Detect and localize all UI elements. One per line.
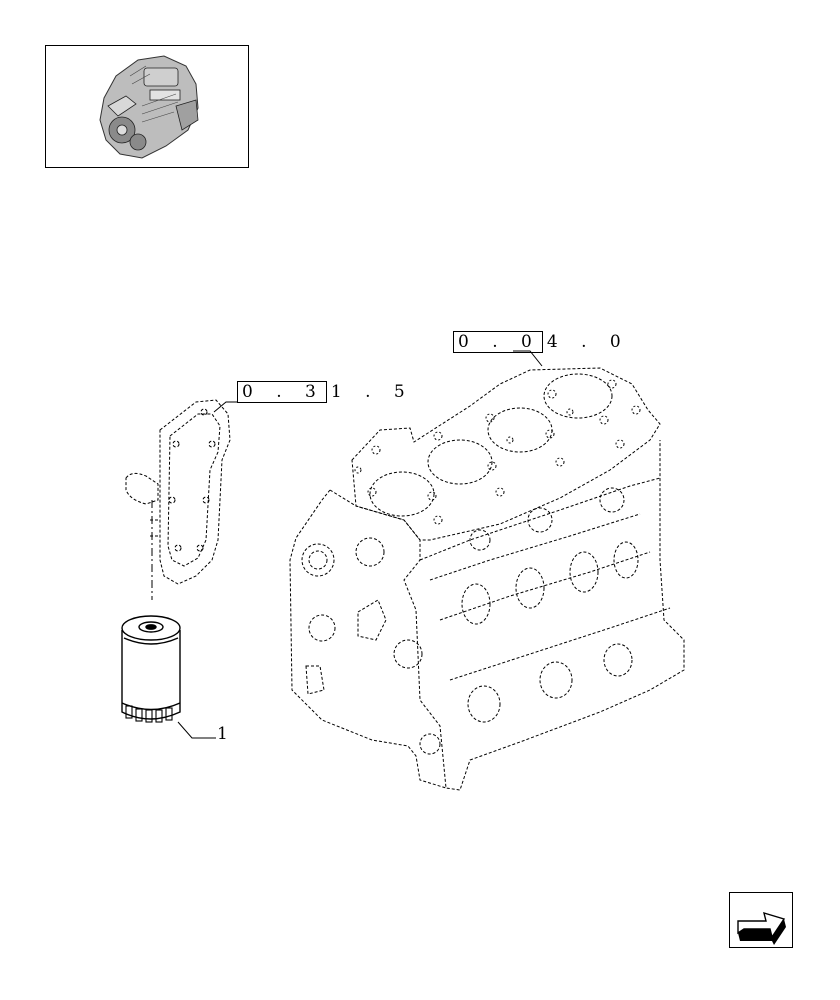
reference-0315[interactable]: 0 . 3 1 . 5: [237, 381, 411, 403]
next-page-button[interactable]: [729, 892, 793, 948]
engine-thumbnail: [45, 45, 249, 168]
reference-boxed-code: 0 . 0: [453, 331, 543, 353]
filter-support-part: [125, 399, 231, 600]
reference-boxed-code: 0 . 3: [237, 381, 327, 403]
reference-suffix: 4 . 0: [546, 332, 627, 352]
leader-line-0315: [213, 401, 237, 413]
part-callout-1: 1: [217, 724, 228, 744]
reference-suffix: 1 . 5: [330, 382, 411, 402]
reference-0040[interactable]: 0 . 0 4 . 0: [453, 331, 627, 353]
oil-filter-part: [121, 615, 181, 723]
leader-line-0040: [513, 350, 543, 367]
engine-assembly-icon: [99, 55, 199, 159]
leader-line-callout-1: [177, 721, 216, 739]
engine-block-part: [289, 367, 685, 791]
next-page-arrow-icon: [737, 911, 786, 945]
